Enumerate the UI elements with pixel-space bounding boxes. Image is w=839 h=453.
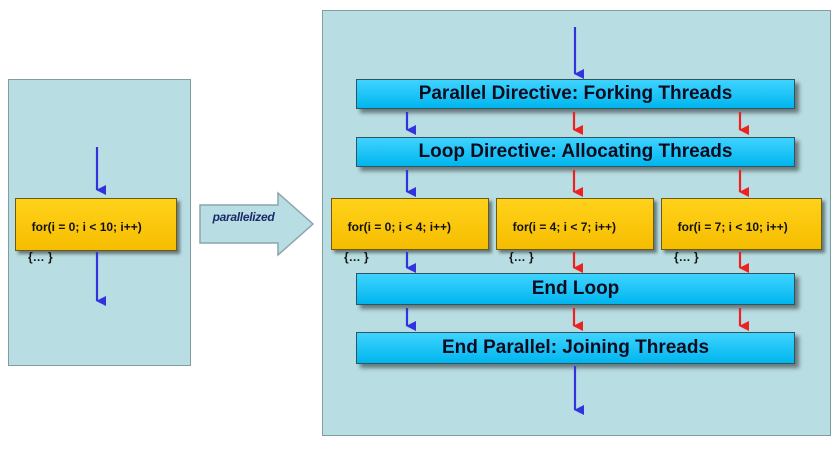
parallel-directive-bar: Parallel Directive: Forking Threads [356,79,795,109]
serial-loop-box: for(i = 0; i < 10; i++) {… } [15,198,177,264]
thread-loop-header: for(i = 0; i < 4; i++) [347,220,452,234]
thread-loop-body: {… } [509,250,534,264]
loop-directive-label: Loop Directive: Allocating Threads [418,141,733,162]
thread-loop-header: for(i = 4; i < 7; i++) [512,220,617,234]
end-parallel-label: End Parallel: Joining Threads [441,337,710,358]
thread-loop-body: {… } [344,250,369,264]
end-parallel-bar: End Parallel: Joining Threads [356,332,795,364]
loop-directive-bar: Loop Directive: Allocating Threads [356,137,795,167]
thread-loop-box-2: for(i = 4; i < 7; i++) {… } [496,198,654,264]
parallel-directive-label: Parallel Directive: Forking Threads [418,83,733,104]
parallelized-arrow-shape [199,191,315,257]
thread-loop-box-3: for(i = 7; i < 10; i++) {… } [661,198,822,264]
thread-loop-box-1: for(i = 0; i < 4; i++) {… } [331,198,489,264]
serial-loop-body: {… } [28,250,53,264]
end-loop-bar: End Loop [356,273,795,305]
serial-loop-header: for(i = 0; i < 10; i++) [31,220,142,234]
parallelized-label: parallelized [212,210,275,224]
end-loop-label: End Loop [531,278,620,299]
thread-loop-body: {… } [674,250,699,264]
thread-loop-header: for(i = 7; i < 10; i++) [677,220,788,234]
